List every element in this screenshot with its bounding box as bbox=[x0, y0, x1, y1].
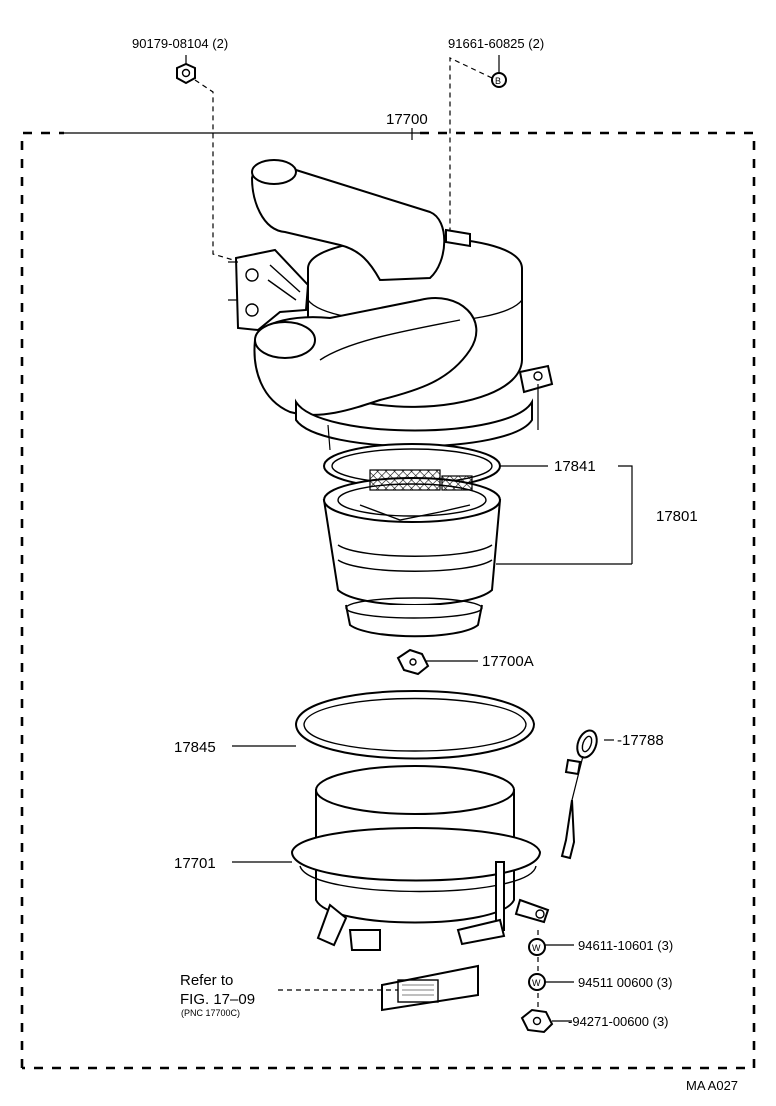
washer-2-icon: W bbox=[528, 973, 546, 991]
nut-bottom bbox=[520, 1008, 554, 1034]
label-nut-bottom: -94271-00600 (3) bbox=[568, 1014, 669, 1029]
upper-housing bbox=[228, 159, 554, 451]
label-17845: 17845 bbox=[174, 739, 216, 756]
assembly-frame bbox=[20, 131, 756, 1070]
svg-text:W: W bbox=[532, 943, 541, 953]
label-17788: -17788 bbox=[617, 732, 664, 749]
wing-nut-17700a bbox=[396, 648, 430, 676]
svg-text:B: B bbox=[495, 76, 501, 86]
label-washer-2: 94511 00600 (3) bbox=[578, 975, 672, 990]
label-nut-top: 90179-08104 (2) bbox=[132, 36, 228, 51]
label-17701: 17701 bbox=[174, 855, 216, 872]
label-17841: 17841 bbox=[554, 458, 596, 475]
bolt-b-icon: B bbox=[491, 72, 507, 88]
label-assembly: 17700 bbox=[386, 111, 428, 128]
case-17701 bbox=[290, 765, 550, 951]
refer-line-3: (PNC 17700C) bbox=[181, 1008, 240, 1018]
label-17801: 17801 bbox=[656, 508, 698, 525]
svg-text:W: W bbox=[532, 978, 541, 988]
label-washer-1: 94611-10601 (3) bbox=[578, 938, 673, 953]
washer-1-icon: W bbox=[528, 938, 546, 956]
refer-line-2: FIG. 17–09 bbox=[180, 991, 255, 1008]
gasket-17845 bbox=[294, 690, 536, 760]
dipstick-17788 bbox=[560, 729, 598, 860]
refer-line-1: Refer to bbox=[180, 972, 233, 989]
nut-top bbox=[176, 62, 196, 85]
label-17700a: 17700A bbox=[482, 653, 534, 670]
diagram-code: MA A027 bbox=[686, 1078, 738, 1093]
label-plate bbox=[381, 964, 479, 1012]
label-bolt-b: 91661-60825 (2) bbox=[448, 36, 544, 51]
element-17801 bbox=[322, 469, 502, 638]
